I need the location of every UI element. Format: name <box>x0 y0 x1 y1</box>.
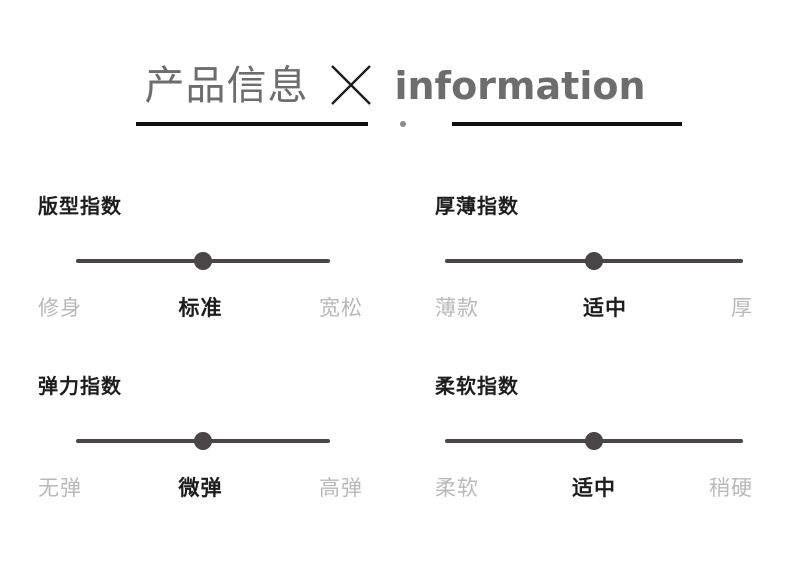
page-title-cn: 产品信息 <box>144 63 309 109</box>
slider-handle[interactable] <box>585 252 603 270</box>
scale-label-mid: 适中 <box>583 296 627 320</box>
index-title: 柔软指数 <box>435 374 519 398</box>
scale-label-mid: 适中 <box>572 476 616 500</box>
scale-label-mid: 标准 <box>178 296 223 320</box>
scale-label-low: 薄款 <box>435 296 479 320</box>
index-slider[interactable] <box>445 432 743 450</box>
header-title-row: 产品信息 information <box>0 58 790 114</box>
index-scale-labels: 无弹 微弹 高弹 <box>38 472 363 502</box>
index-block-fit: 版型指数 修身 标准 宽松 <box>0 196 395 376</box>
index-title: 弹力指数 <box>38 374 122 398</box>
index-title: 版型指数 <box>38 194 122 218</box>
header-rule-left <box>136 122 368 126</box>
index-slider[interactable] <box>445 252 743 270</box>
slider-handle[interactable] <box>194 432 212 450</box>
title-divider <box>308 58 394 114</box>
scale-label-high: 厚 <box>731 296 753 320</box>
header-rule-right <box>452 122 682 126</box>
slider-handle[interactable] <box>585 432 603 450</box>
cross-icon <box>328 62 374 108</box>
index-scale-labels: 修身 标准 宽松 <box>38 292 363 322</box>
scale-label-low: 修身 <box>38 296 82 320</box>
product-index-grid: 版型指数 修身 标准 宽松 厚薄指数 薄款 适中 厚 弹力指数 无弹 <box>0 196 790 556</box>
scale-label-low: 无弹 <box>38 476 82 500</box>
index-scale-labels: 柔软 适中 稍硬 <box>435 472 753 502</box>
index-block-softness: 柔软指数 柔软 适中 稍硬 <box>395 376 790 556</box>
dot-icon <box>400 121 406 127</box>
scale-label-mid: 微弹 <box>178 476 223 500</box>
scale-label-high: 高弹 <box>319 476 363 500</box>
index-slider[interactable] <box>76 432 330 450</box>
page-title-en: information <box>394 64 646 108</box>
index-scale-labels: 薄款 适中 厚 <box>435 292 753 322</box>
index-block-thickness: 厚薄指数 薄款 适中 厚 <box>395 196 790 376</box>
index-slider[interactable] <box>76 252 330 270</box>
index-title: 厚薄指数 <box>435 194 519 218</box>
index-block-elasticity: 弹力指数 无弹 微弹 高弹 <box>0 376 395 556</box>
slider-handle[interactable] <box>194 252 212 270</box>
scale-label-high: 稍硬 <box>709 476 753 500</box>
scale-label-low: 柔软 <box>435 476 479 500</box>
page-header: 产品信息 information <box>0 0 790 160</box>
scale-label-high: 宽松 <box>319 296 363 320</box>
